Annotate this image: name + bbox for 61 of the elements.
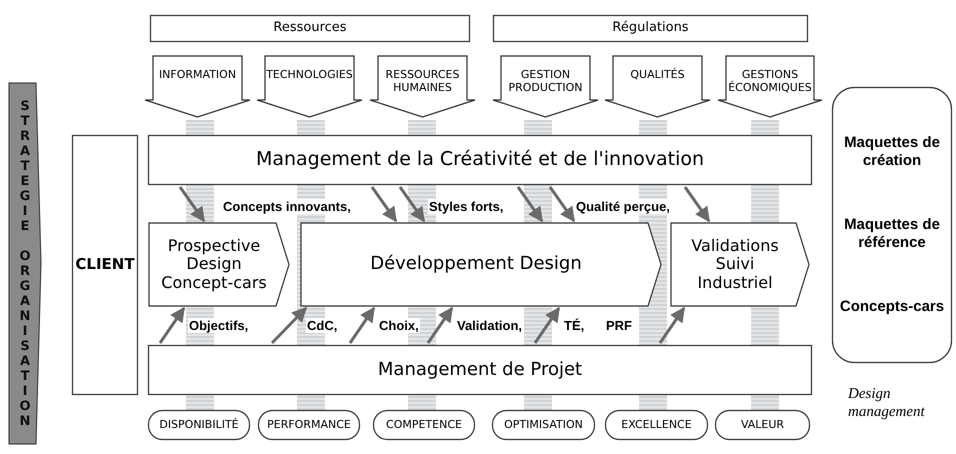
down-chevron-box <box>493 55 598 118</box>
label-box <box>148 135 812 185</box>
node-label: RESSOURCES HUMAINES <box>384 69 460 94</box>
node-label: INFORMATION <box>158 69 238 82</box>
arrow <box>178 186 206 222</box>
flow-label: Styles forts, <box>428 199 504 214</box>
node-label: DISPONIBILITÉ <box>159 418 239 432</box>
arrow <box>548 186 576 222</box>
node-label: Maquettes de référence <box>843 216 941 251</box>
node-label: Ressources <box>273 21 347 36</box>
node-label: VALEUR <box>740 418 784 432</box>
node-label: QUALITÉS <box>629 69 686 82</box>
node-label: Maquettes de création <box>843 134 941 169</box>
node-label: Développement Design <box>369 254 583 275</box>
process-arrow-box <box>148 222 290 307</box>
caption: Design management <box>848 385 926 421</box>
down-chevron-box <box>145 55 250 118</box>
flow-label: Objectifs, <box>188 318 250 333</box>
flow-label: Choix, <box>378 318 420 333</box>
node-label: Régulations <box>612 21 689 36</box>
node-label: COMPETENCE <box>386 418 462 432</box>
strategy-arrow <box>8 82 42 445</box>
arrow <box>426 306 454 344</box>
flow-label: PRF <box>605 318 633 333</box>
arrow <box>270 306 308 344</box>
label-box <box>493 15 808 42</box>
flow-label: CdC, <box>306 318 338 333</box>
node-label: PERFORMANCE <box>267 418 351 432</box>
node-label: CLIENT <box>75 256 135 274</box>
node-label: Validations Suivi Industriel <box>690 236 780 292</box>
node-label: GESTIONS ÉCONOMIQUES <box>727 69 813 94</box>
down-chevron-box <box>370 55 475 118</box>
arrow <box>158 306 186 344</box>
process-arrow-box <box>670 222 810 307</box>
node-label: GESTION PRODUCTION <box>508 69 584 94</box>
label-box <box>72 135 138 395</box>
arrow <box>370 186 398 222</box>
label-box <box>150 15 470 42</box>
down-chevron-box <box>605 55 710 118</box>
node-label: TECHNOLOGIES <box>265 69 354 82</box>
down-chevron-box <box>718 55 822 118</box>
label-box <box>148 345 812 395</box>
arrow <box>398 186 426 222</box>
arrow <box>684 186 710 222</box>
node-label: Prospective Design Concept-cars <box>160 236 268 292</box>
vertical-title: STRATEGIE ORGANISATION <box>18 98 32 428</box>
flow-label: Qualité perçue, <box>575 199 671 214</box>
node-label: OPTIMISATION <box>504 418 583 432</box>
node-label: EXCELLENCE <box>621 418 692 432</box>
node-label: Management de Projet <box>378 360 582 380</box>
arrow <box>516 186 544 222</box>
flow-label: Concepts innovants, <box>222 199 352 214</box>
flow-label: Validation, <box>456 318 524 333</box>
flow-label: TÉ, <box>563 318 586 333</box>
node-label: Concepts-cars <box>838 298 946 316</box>
arrow <box>348 306 376 344</box>
output-box <box>832 87 952 363</box>
node-label: Management de la Créativité et de l'innovation <box>256 149 704 171</box>
down-chevron-box <box>257 55 362 118</box>
arrow <box>658 306 686 344</box>
arrow <box>534 306 560 344</box>
